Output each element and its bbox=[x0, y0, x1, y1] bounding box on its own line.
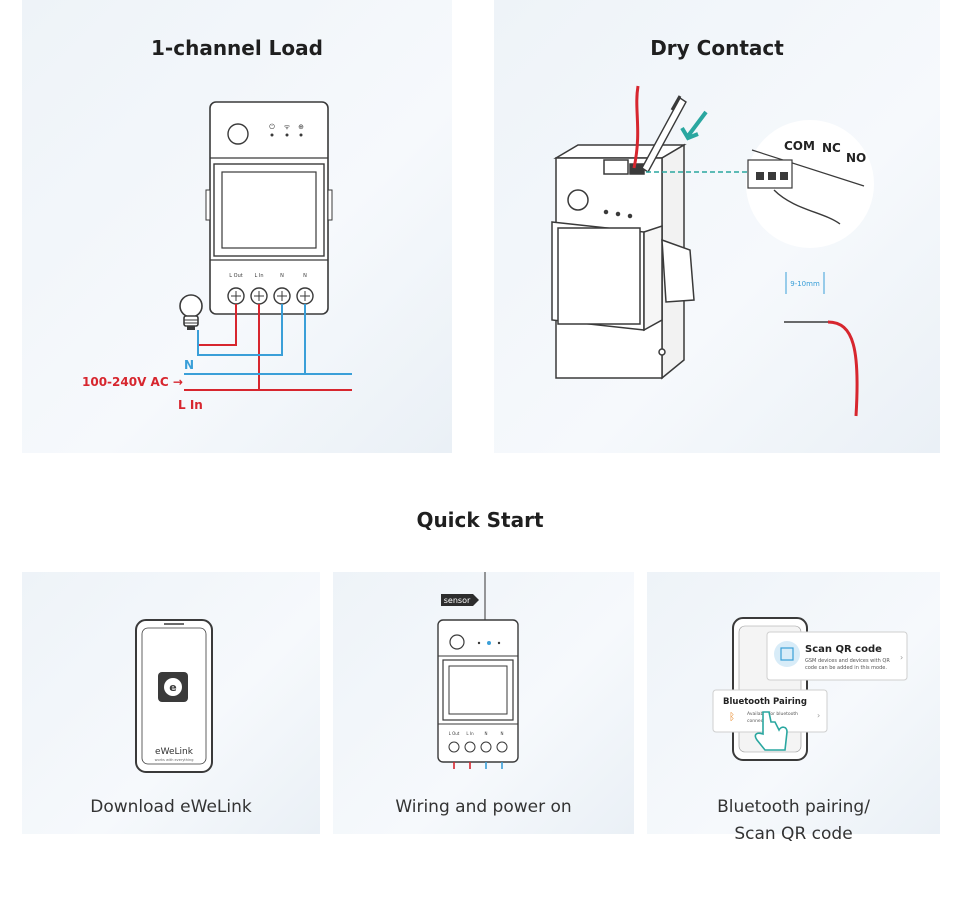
svg-text:›: › bbox=[817, 711, 820, 720]
contact-label-com: COM bbox=[784, 139, 815, 153]
load-device: ⏻ ᯤ ⊕ L Out L In N N bbox=[205, 101, 333, 315]
tap-hand-icon bbox=[754, 711, 788, 751]
ewelink-logo-icon: e bbox=[158, 672, 188, 702]
push-arrow-icon bbox=[680, 110, 708, 141]
step-pairing-card: Scan QR code GSM devices and devices wit… bbox=[647, 572, 940, 844]
voltage-label: 100-240V AC → bbox=[82, 375, 183, 389]
step-pairing-caption-line1: Bluetooth pairing/ bbox=[717, 797, 870, 817]
svg-text:e: e bbox=[169, 681, 176, 694]
bluetooth-option-desc-2: connection. bbox=[747, 718, 773, 724]
step-download-card: e eWeLink works with everything Download… bbox=[22, 572, 320, 834]
qr-option-desc-1: GSM devices and devices with QR bbox=[805, 658, 890, 664]
load-wiring-diagram: ⏻ ᯤ ⊕ L Out L In N N bbox=[82, 101, 352, 412]
load-panel: 1-channel Load ⏻ ᯤ ⊕ L Out L In N N bbox=[22, 0, 452, 453]
red-wire-top bbox=[632, 85, 640, 169]
sensor-tag: sensor bbox=[444, 596, 471, 605]
terminal-label-lin: L In bbox=[254, 273, 263, 279]
lamp-icon bbox=[179, 294, 203, 330]
contact-zoom: COM NC NO bbox=[746, 120, 874, 248]
qr-option-card[interactable]: Scan QR code GSM devices and devices wit… bbox=[766, 631, 908, 681]
app-tagline: works with everything bbox=[155, 758, 194, 762]
wiring-terminal-label-lin: L In bbox=[466, 731, 474, 736]
wiring-terminal-label-n1: N bbox=[485, 731, 488, 736]
screwdriver-icon bbox=[641, 95, 687, 174]
terminal-label-lout: L Out bbox=[229, 273, 242, 279]
app-name: eWeLink bbox=[155, 747, 194, 757]
contact-label-no: NO bbox=[846, 151, 866, 165]
qr-option-desc-2: code can be added in this mode. bbox=[805, 665, 887, 671]
svg-text:ᯤ: ᯤ bbox=[284, 123, 291, 131]
bluetooth-option-desc-1: Available for bluetooth bbox=[747, 711, 798, 717]
neutral-label: N bbox=[184, 358, 194, 372]
step-download-caption: Download eWeLink bbox=[90, 797, 252, 817]
wiring-device-illustration: sensor L Out L In N N bbox=[437, 572, 519, 769]
svg-text:⊕: ⊕ bbox=[298, 123, 304, 131]
pairing-illustration: Scan QR code GSM devices and devices wit… bbox=[712, 617, 908, 761]
bluetooth-option-title: Bluetooth Pairing bbox=[723, 697, 807, 707]
svg-text:›: › bbox=[900, 653, 903, 662]
step-wiring-card: sensor L Out L In N N Wiring and power o… bbox=[333, 572, 634, 834]
dry-contact-panel: Dry Contact bbox=[494, 0, 940, 453]
terminal-label-n1: N bbox=[280, 273, 284, 279]
qr-option-title: Scan QR code bbox=[805, 644, 882, 655]
wiring-terminal-label-lout: L Out bbox=[449, 731, 460, 736]
dry-contact-panel-title: Dry Contact bbox=[650, 36, 784, 60]
strip-length-label: 9-10mm bbox=[790, 280, 820, 288]
wires bbox=[184, 304, 352, 391]
terminal-label-n2: N bbox=[303, 273, 307, 279]
step-pairing-caption-line2: Scan QR code bbox=[734, 824, 853, 844]
wiring-terminal-label-n2: N bbox=[501, 731, 504, 736]
load-panel-title: 1-channel Load bbox=[151, 36, 323, 60]
phone-ewelink-illustration: e eWeLink works with everything bbox=[135, 619, 213, 773]
dry-device bbox=[551, 143, 695, 380]
svg-text:⏻: ⏻ bbox=[269, 123, 275, 131]
step-pairing-caption: Bluetooth pairing/ Scan QR code bbox=[647, 794, 940, 848]
bluetooth-icon: ᛒ bbox=[729, 712, 735, 723]
live-in-label: L In bbox=[178, 398, 203, 412]
step-wiring-caption: Wiring and power on bbox=[395, 797, 572, 817]
contact-label-nc: NC bbox=[822, 141, 841, 155]
quick-start-title: Quick Start bbox=[416, 508, 544, 532]
red-wire-bottom bbox=[827, 320, 859, 417]
dry-contact-diagram: COM NC NO 9-10mm bbox=[551, 85, 874, 417]
